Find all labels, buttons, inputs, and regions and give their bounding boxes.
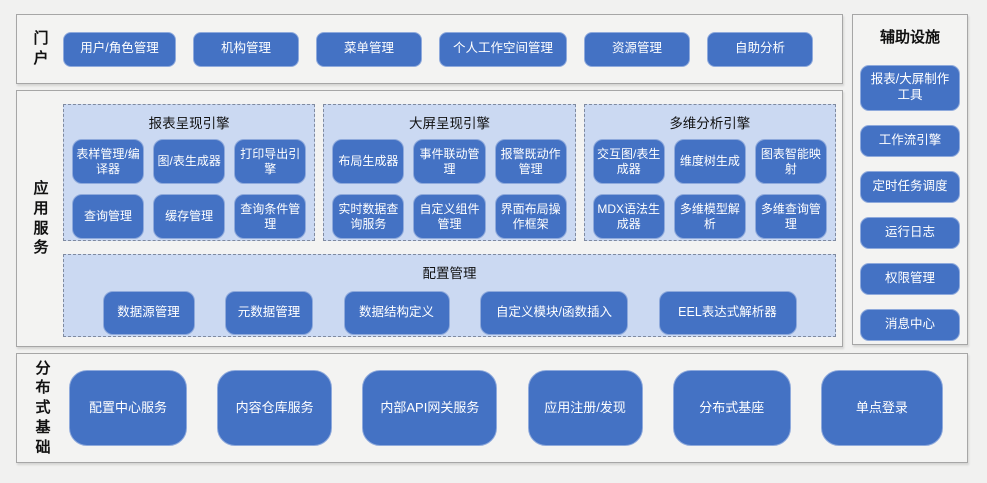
- olap-item-chart-smart-mapping: 图表智能映射: [754, 139, 827, 184]
- aux-item-workflow-engine: 工作流引擎: [860, 125, 960, 157]
- config-management-title: 配置管理: [422, 266, 477, 281]
- report-item-chart-table-generator: 图/表生成器: [153, 139, 226, 184]
- config-item-data-structure-definition: 数据结构定义: [343, 291, 450, 335]
- bigscreen-engine-title: 大屏呈现引擎: [408, 116, 490, 131]
- bigscreen-item-custom-component-management: 自定义组件管理: [413, 194, 486, 239]
- auxiliary-label: 辅助设施: [879, 29, 940, 46]
- bigscreen-item-alarm-action-management: 报警既动作管理: [494, 139, 567, 184]
- portal-item-user-role-management: 用户/角色管理: [63, 31, 176, 67]
- olap-item-dimension-tree-generation: 维度树生成: [673, 139, 746, 184]
- portal-item-personal-workspace-management: 个人工作空间管理: [439, 31, 567, 67]
- config-item-eel-expression-parser: EEL表达式解析器: [658, 291, 797, 335]
- config-management-panel: 配置管理 数据源管理 元数据管理 数据结构定义 自定义模块/函数插入 EEL表达…: [63, 254, 836, 337]
- report-item-cache-management: 缓存管理: [153, 194, 226, 239]
- portal-section: 门户 用户/角色管理 机构管理 菜单管理 个人工作空间管理 资源管理 自助分析: [16, 14, 843, 84]
- olap-engine-title: 多维分析引擎: [669, 116, 751, 131]
- auxiliary-section: 辅助设施 报表/大屏制作工具 工作流引擎 定时任务调度 运行日志 权限管理 消息…: [852, 14, 968, 345]
- base-item-internal-api-gateway-service: 内部API网关服务: [362, 370, 498, 446]
- portal-label: 门户: [33, 30, 49, 67]
- olap-engine-grid: 交互图/表生成器 维度树生成 图表智能映射 MDX语法生成器 多维模型解析 多维…: [592, 139, 827, 239]
- base-item-distributed-foundation: 分布式基座: [672, 370, 791, 446]
- distributed-base-label: 分布式基础: [35, 359, 51, 456]
- aux-item-scheduled-task-dispatch: 定时任务调度: [860, 171, 960, 203]
- app-services-label: 应用服务: [33, 179, 49, 257]
- app-services-content: 报表呈现引擎 表样管理/编译器 图/表生成器 打印导出引擎 查询管理 缓存管理 …: [63, 91, 842, 346]
- base-item-content-repository-service: 内容仓库服务: [217, 370, 333, 446]
- olap-item-multidim-model-parsing: 多维模型解析: [673, 194, 746, 239]
- olap-engine-panel: 多维分析引擎 交互图/表生成器 维度树生成 图表智能映射 MDX语法生成器 多维…: [583, 104, 836, 241]
- config-item-datasource-management: 数据源管理: [102, 291, 195, 335]
- report-item-query-condition-management: 查询条件管理: [234, 194, 307, 239]
- engines-row: 报表呈现引擎 表样管理/编译器 图/表生成器 打印导出引擎 查询管理 缓存管理 …: [63, 104, 836, 241]
- report-item-print-export-engine: 打印导出引擎: [234, 139, 307, 184]
- portal-item-organization-management: 机构管理: [193, 31, 299, 67]
- aux-item-permission-management: 权限管理: [860, 263, 960, 295]
- portal-item-self-service-analysis: 自助分析: [707, 31, 813, 67]
- report-item-query-management: 查询管理: [72, 194, 145, 239]
- base-item-app-registration-discovery: 应用注册/发现: [527, 370, 643, 446]
- base-item-single-sign-on: 单点登录: [820, 370, 943, 446]
- base-item-config-center-service: 配置中心服务: [69, 370, 187, 446]
- bigscreen-item-layout-generator: 布局生成器: [332, 139, 405, 184]
- distributed-button-row: 配置中心服务 内容仓库服务 内部API网关服务 应用注册/发现 分布式基座 单点…: [69, 370, 943, 446]
- report-engine-panel: 报表呈现引擎 表样管理/编译器 图/表生成器 打印导出引擎 查询管理 缓存管理 …: [63, 104, 316, 241]
- config-item-metadata-management: 元数据管理: [225, 291, 313, 335]
- portal-item-resource-management: 资源管理: [584, 31, 690, 67]
- config-item-custom-module-function-insert: 自定义模块/函数插入: [480, 291, 628, 335]
- bigscreen-engine-grid: 布局生成器 事件联动管理 报警既动作管理 实时数据查询服务 自定义组件管理 界面…: [332, 139, 567, 239]
- bigscreen-engine-panel: 大屏呈现引擎 布局生成器 事件联动管理 报警既动作管理 实时数据查询服务 自定义…: [323, 104, 576, 241]
- aux-item-run-logs: 运行日志: [860, 217, 960, 249]
- aux-item-report-bigscreen-authoring-tool: 报表/大屏制作工具: [860, 65, 960, 111]
- report-engine-title: 报表呈现引擎: [148, 116, 230, 131]
- app-services-section: 应用服务 报表呈现引擎 表样管理/编译器 图/表生成器 打印导出引擎 查询管理 …: [16, 90, 843, 347]
- bigscreen-item-event-linkage-management: 事件联动管理: [413, 139, 486, 184]
- bigscreen-item-realtime-data-query-service: 实时数据查询服务: [332, 194, 405, 239]
- olap-item-multidim-query-management: 多维查询管理: [754, 194, 827, 239]
- olap-item-mdx-syntax-generator: MDX语法生成器: [592, 194, 665, 239]
- distributed-base-section: 分布式基础 配置中心服务 内容仓库服务 内部API网关服务 应用注册/发现 分布…: [16, 353, 968, 463]
- aux-item-message-center: 消息中心: [860, 309, 960, 341]
- config-button-row: 数据源管理 元数据管理 数据结构定义 自定义模块/函数插入 EEL表达式解析器: [72, 291, 827, 335]
- portal-item-menu-management: 菜单管理: [316, 31, 422, 67]
- report-engine-grid: 表样管理/编译器 图/表生成器 打印导出引擎 查询管理 缓存管理 查询条件管理: [72, 139, 307, 239]
- olap-item-interactive-chart-table-generator: 交互图/表生成器: [592, 139, 665, 184]
- portal-button-row: 用户/角色管理 机构管理 菜单管理 个人工作空间管理 资源管理 自助分析: [63, 31, 842, 67]
- bigscreen-item-ui-layout-operation-framework: 界面布局操作框架: [494, 194, 567, 239]
- report-item-template-management-compiler: 表样管理/编译器: [72, 139, 145, 184]
